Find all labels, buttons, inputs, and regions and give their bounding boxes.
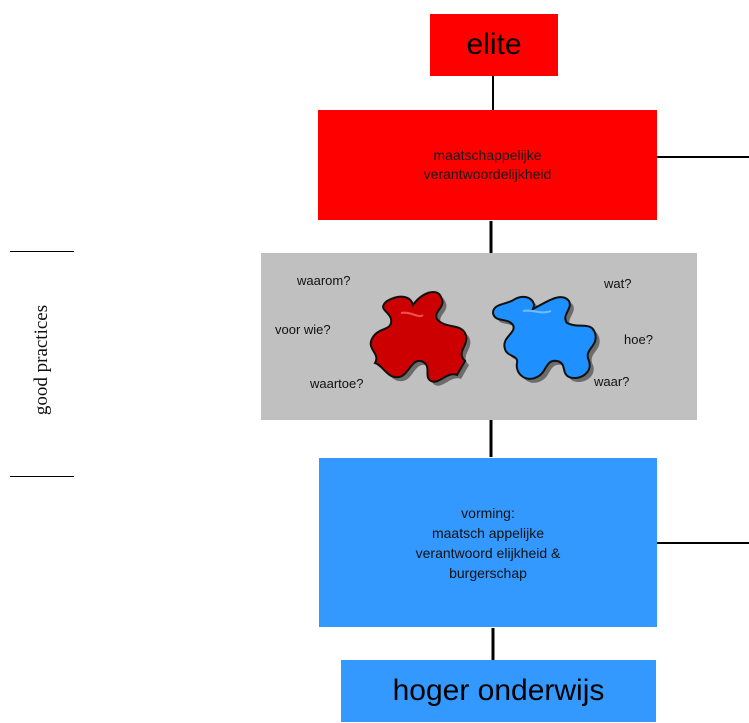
side-top-rule [10, 251, 74, 252]
vorming-line-4: burgerschap [449, 564, 527, 581]
puzzle-panel: waarom? voor wie? waartoe? wat? hoe? waa… [261, 253, 697, 420]
red-puzzle-icon [369, 290, 468, 383]
responsibility-line-2: verantwoordelijkheid [423, 166, 552, 182]
question-waar: waar? [594, 374, 630, 389]
elite-label: elite [466, 28, 522, 61]
question-voor-wie: voor wie? [275, 322, 331, 337]
hoger-onderwijs-label: hoger onderwijs [392, 674, 605, 707]
elite-box: elite [430, 14, 558, 76]
hoger-onderwijs-box: hoger onderwijs [341, 660, 656, 722]
puzzle-pieces [369, 290, 600, 386]
blue-puzzle-icon [491, 295, 597, 380]
vorming-line-2: maatsch appelijke [431, 524, 545, 541]
vorming-line-3: verantwoord elijkheid & [415, 544, 561, 561]
responsibility-box: maatschappelijke verantwoordelijkheid [318, 110, 657, 220]
responsibility-line-1: maatschappelijke [433, 147, 542, 163]
side-bottom-rule [10, 476, 74, 477]
question-wat: wat? [604, 276, 632, 291]
vorming-box: vorming: maatsch appelijke verantwoord e… [319, 458, 657, 627]
question-hoe: hoe? [624, 332, 653, 347]
good-practices-label: good practices [31, 304, 52, 416]
vorming-line-1: vorming: [461, 504, 515, 521]
question-waartoe: waartoe? [310, 376, 364, 391]
question-waarom: waarom? [297, 273, 351, 288]
